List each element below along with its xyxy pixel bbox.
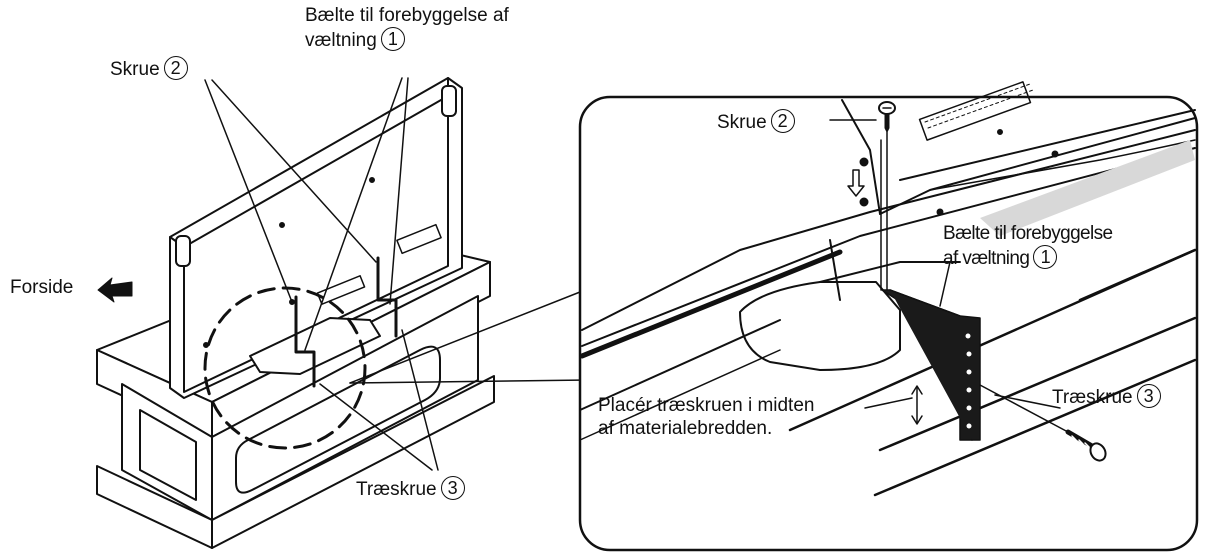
belt-top-line1: Bælte til forebyggelse af: [305, 5, 509, 26]
place-line1: Placér træskruen i midten: [598, 395, 815, 416]
wood-number-badge: 3: [440, 476, 465, 500]
belt-detail-line1: Bælte til forebyggelse: [943, 223, 1113, 244]
screw-left-text: Skrue: [110, 59, 160, 80]
detail-drawing: [579, 81, 1197, 497]
strap-left: [294, 256, 398, 388]
screw-detail-badge: 2: [770, 109, 795, 133]
detail-connector: [349, 291, 589, 384]
down-arrow-icon: [847, 169, 865, 197]
wood-detail-badge: 3: [1136, 384, 1161, 408]
belt-detail: [881, 289, 981, 441]
tv-set: [169, 77, 463, 399]
leader-lines-right: [829, 119, 1061, 409]
wood-detail-text: Træskrue: [1052, 387, 1133, 408]
belt-detail-badge: 1: [1033, 245, 1058, 269]
leader-lines-left: [204, 77, 439, 471]
front-arrow-icon: [97, 277, 133, 303]
detail-circle: [203, 286, 367, 450]
place-line2: af materialebredden.: [598, 418, 773, 439]
wood-bottom-text: Træskrue: [356, 479, 437, 500]
belt-detail-line2: af væltning: [943, 248, 1030, 269]
label-place: Placér træskruen i midten af materialebr…: [598, 394, 814, 440]
screw-number-badge: 2: [163, 56, 188, 80]
belt-top-line2: væltning: [305, 30, 377, 51]
belt-number-badge: 1: [380, 27, 405, 51]
wood-screw-icon: [979, 384, 1107, 462]
screw-detail-text: Skrue: [717, 112, 767, 133]
label-front: Forside: [10, 276, 73, 299]
front-text: Forside: [10, 277, 74, 298]
screw-icon: [878, 101, 896, 291]
